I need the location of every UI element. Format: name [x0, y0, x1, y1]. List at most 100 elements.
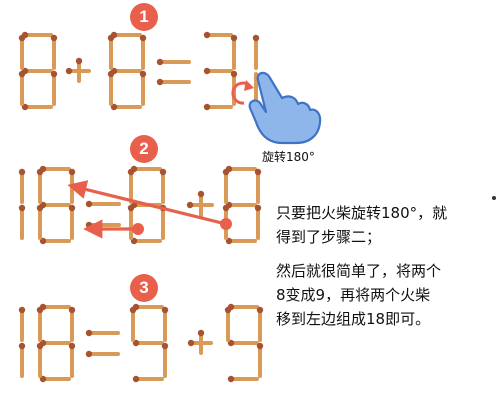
- explanation-paragraph-2: 然后就很简单了，将两个 8变成9，再将两个火柴 移到左边组成18即可。: [276, 262, 442, 328]
- matchstick-head: [203, 67, 211, 75]
- matchstick: [39, 375, 71, 383]
- matchstick: [68, 342, 76, 378]
- matchstick: [75, 57, 83, 83]
- matchstick: [230, 34, 238, 70]
- matchstick: [68, 306, 76, 342]
- matchstick: [68, 204, 76, 240]
- explanation-paragraph-1: 只要把火柴旋转180°，就 得到了步骤二；: [276, 204, 448, 246]
- matchstick: [107, 70, 115, 106]
- matchstick-head: [85, 221, 93, 229]
- matchstick: [132, 303, 164, 311]
- matchstick: [85, 221, 121, 229]
- matchstick-head: [36, 168, 44, 176]
- matchstick-head: [161, 342, 169, 350]
- matchstick-head: [222, 204, 230, 212]
- matchstick: [222, 168, 230, 204]
- matchstick-head: [230, 70, 238, 78]
- matchstick-head: [85, 200, 93, 208]
- matchstick: [36, 342, 44, 378]
- matchstick-head: [36, 342, 44, 350]
- matchstick-head: [36, 306, 44, 314]
- matchstick: [127, 168, 135, 204]
- matchstick: [18, 204, 26, 240]
- matchstick: [139, 70, 147, 106]
- matchstick-head: [203, 103, 211, 111]
- matchstick: [36, 168, 44, 204]
- move-arrow-origin-dot: [132, 223, 144, 235]
- matchstick: [252, 34, 260, 70]
- matchstick: [39, 201, 71, 209]
- matchstick-head: [230, 34, 238, 42]
- matchstick: [18, 342, 26, 378]
- matchstick: [85, 200, 121, 208]
- matchstick: [50, 34, 58, 70]
- matchstick: [254, 204, 262, 240]
- step-1-badge: 1: [130, 3, 158, 31]
- matchstick: [203, 67, 233, 75]
- matchstick: [225, 165, 257, 173]
- matchstick-head: [68, 306, 76, 314]
- matchstick-head: [256, 342, 264, 350]
- matchstick-head: [187, 339, 195, 347]
- matchstick-head: [107, 70, 115, 78]
- move-arrow-icon: [67, 180, 227, 226]
- matchstick-head: [156, 78, 164, 86]
- matchstick-head: [68, 342, 76, 350]
- matchstick-head: [256, 306, 264, 314]
- rotate-label: 旋转180°: [262, 150, 315, 164]
- matchstick-head: [68, 204, 76, 212]
- matchstick: [39, 339, 71, 347]
- matchstick-head: [203, 31, 211, 39]
- rotate-arrow-head: [244, 80, 254, 91]
- matchstick-head: [36, 204, 44, 212]
- matchstick: [21, 67, 53, 75]
- matchstick: [256, 306, 264, 342]
- matchstick: [203, 31, 233, 39]
- matchstick: [227, 303, 259, 311]
- matchstick: [21, 31, 53, 39]
- matchstick: [110, 67, 142, 75]
- matchstick-head: [222, 168, 230, 176]
- matchstick-head: [186, 201, 194, 209]
- matchstick: [127, 204, 135, 240]
- matchstick-head: [68, 168, 76, 176]
- matchstick-head: [224, 306, 232, 314]
- matchstick-head: [139, 34, 147, 42]
- matchstick: [39, 237, 71, 245]
- matchstick: [110, 31, 142, 39]
- matchstick: [161, 306, 169, 342]
- matchstick-head: [50, 34, 58, 42]
- matchstick-head: [18, 168, 26, 176]
- matchstick-head: [18, 306, 26, 314]
- matchstick: [225, 237, 257, 245]
- matchstick: [85, 329, 120, 337]
- matchstick: [18, 168, 26, 204]
- matchstick-head: [18, 204, 26, 212]
- matchstick-head: [254, 204, 262, 212]
- matchstick-head: [85, 329, 93, 337]
- matchstick-head: [85, 350, 93, 358]
- matchstick: [129, 306, 137, 342]
- matchstick-head: [107, 34, 115, 42]
- matchstick-head: [197, 329, 205, 337]
- matchstick-head: [50, 70, 58, 78]
- matchstick: [156, 58, 191, 66]
- matchstick-head: [129, 306, 137, 314]
- matchstick: [256, 342, 264, 378]
- matchstick: [139, 34, 147, 70]
- hand-pointer-icon: [248, 71, 322, 145]
- matchstick: [254, 168, 262, 204]
- matchstick: [107, 34, 115, 70]
- matchstick-head: [18, 34, 26, 42]
- move-arrow-origin-dot: [220, 218, 232, 230]
- matchstick: [132, 339, 164, 347]
- matchstick-head: [18, 70, 26, 78]
- matchstick: [130, 165, 162, 173]
- matchstick: [85, 350, 120, 358]
- matchstick-head: [65, 67, 73, 75]
- decorative-dot: [492, 196, 496, 200]
- matchstick: [39, 165, 71, 173]
- matchstick: [197, 329, 205, 355]
- matchstick: [36, 204, 44, 240]
- matchstick-head: [18, 342, 26, 350]
